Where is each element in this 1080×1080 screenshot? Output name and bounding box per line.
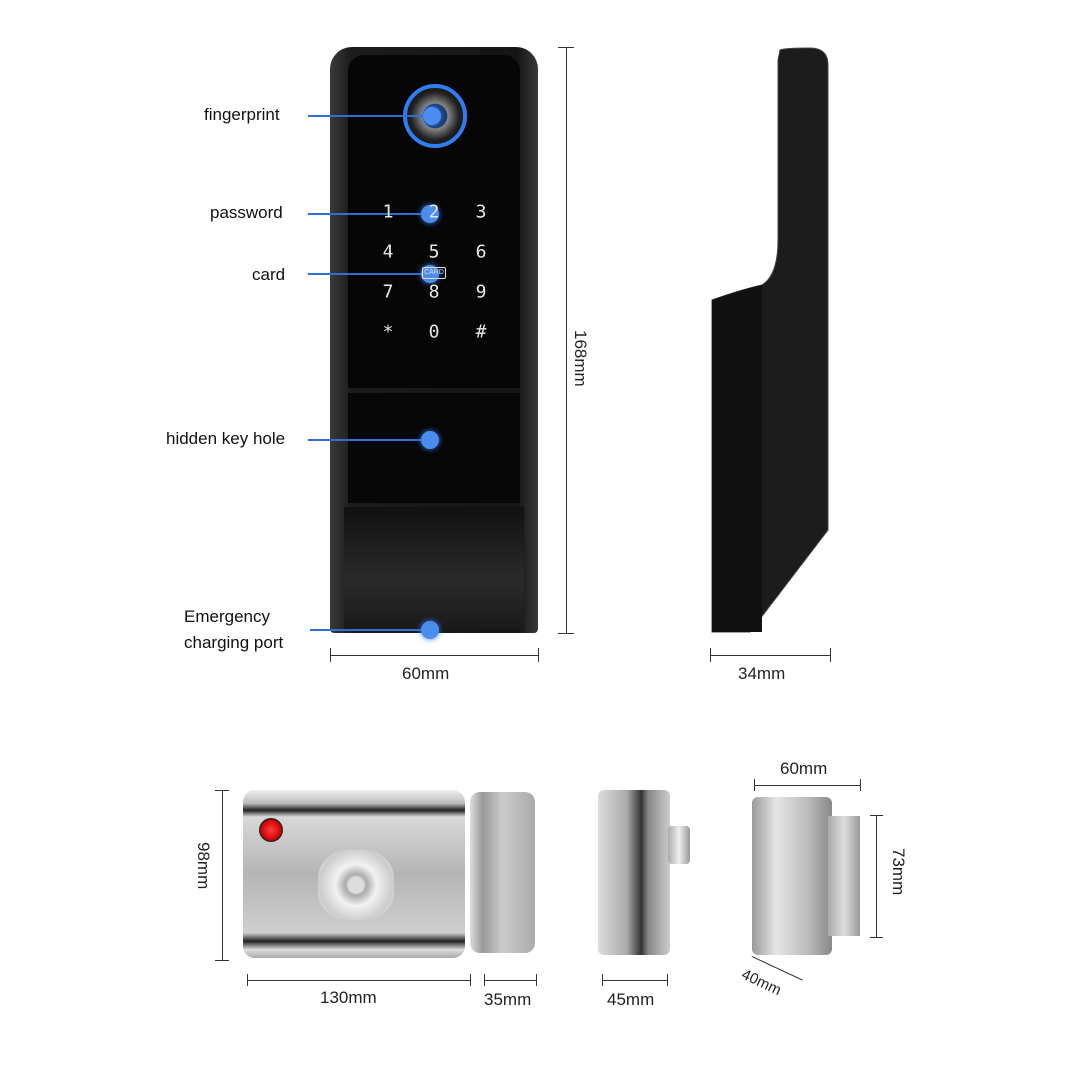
dim-tick <box>330 648 331 662</box>
dim-45mm: 45mm <box>607 990 655 1009</box>
marker-key-hole <box>421 431 439 449</box>
dim-tick <box>602 974 603 986</box>
marker-fingerprint <box>423 107 441 125</box>
strike-bracket <box>752 797 832 955</box>
keypad-key: 2 <box>428 201 440 223</box>
dim-tick <box>754 779 755 791</box>
label-charging-port: charging port <box>184 633 284 652</box>
keypad-key: 8 <box>428 281 440 303</box>
indicator-light <box>259 818 283 842</box>
keypad-key: 5 <box>428 241 440 263</box>
leader-key-hole <box>308 439 430 441</box>
dim-130mm: 130mm <box>320 988 377 1007</box>
dim-34mm: 34mm <box>738 664 786 683</box>
marker-password <box>421 205 439 223</box>
dim-line-168 <box>566 47 567 633</box>
dim-tick <box>860 779 861 791</box>
strike-box <box>470 792 535 953</box>
lock-knob <box>318 850 394 920</box>
dim-tick <box>247 974 248 986</box>
dim-line-35 <box>484 980 536 981</box>
marker-charging-port <box>421 621 439 639</box>
keypad-key: * <box>382 321 394 343</box>
dim-60mm: 60mm <box>402 664 450 683</box>
dim-line-60 <box>330 655 538 656</box>
dim-tick <box>667 974 668 986</box>
base <box>344 507 524 629</box>
rim-lock-side <box>598 790 670 955</box>
dim-35mm: 35mm <box>484 990 532 1009</box>
dim-line-34 <box>710 655 830 656</box>
dim-line-73 <box>876 815 877 937</box>
dim-line-98 <box>222 790 223 960</box>
dim-tick <box>710 648 711 662</box>
dim-tick <box>470 974 471 986</box>
keypad-key: 7 <box>382 281 394 303</box>
dim-line-45 <box>602 980 667 981</box>
keypad-key: 0 <box>428 321 440 343</box>
dim-tick <box>830 648 831 662</box>
dim-168mm: 168mm <box>571 330 590 387</box>
dim-tick <box>538 648 539 662</box>
dim-tick <box>215 790 229 791</box>
dim-98mm: 98mm <box>194 842 213 890</box>
smart-lock-side <box>711 47 829 633</box>
card-badge: CARD <box>422 267 446 279</box>
dim-line-130 <box>247 980 470 981</box>
leader-fingerprint <box>308 115 430 117</box>
dim-tick <box>536 974 537 986</box>
label-card: card <box>252 265 286 284</box>
dim-tick <box>558 47 574 48</box>
rim-side-cylinder <box>668 826 690 864</box>
dim-tick <box>558 633 574 634</box>
bracket-plate <box>828 816 860 936</box>
keypad-key: 3 <box>475 201 487 223</box>
dim-60mm-bracket: 60mm <box>780 759 828 778</box>
keypad-key: 1 <box>382 201 394 223</box>
keypad-key: 6 <box>475 241 487 263</box>
leader-charging-port <box>310 629 430 631</box>
dim-tick <box>870 937 883 938</box>
dim-line-60-bracket <box>754 785 860 786</box>
keypad-key: 4 <box>382 241 394 263</box>
keypad-key: # <box>475 321 487 343</box>
keypad-key: 9 <box>475 281 487 303</box>
leader-card <box>308 273 430 275</box>
leader-password <box>308 213 430 215</box>
dim-tick <box>870 815 883 816</box>
label-password: password <box>210 203 283 222</box>
label-hidden-key-hole: hidden key hole <box>166 429 286 448</box>
dim-73mm: 73mm <box>889 848 908 896</box>
dim-tick <box>215 960 229 961</box>
dim-40mm: 40mm <box>738 966 784 1000</box>
dim-tick <box>484 974 485 986</box>
label-emergency: Emergency <box>184 607 270 626</box>
label-fingerprint: fingerprint <box>204 105 280 124</box>
